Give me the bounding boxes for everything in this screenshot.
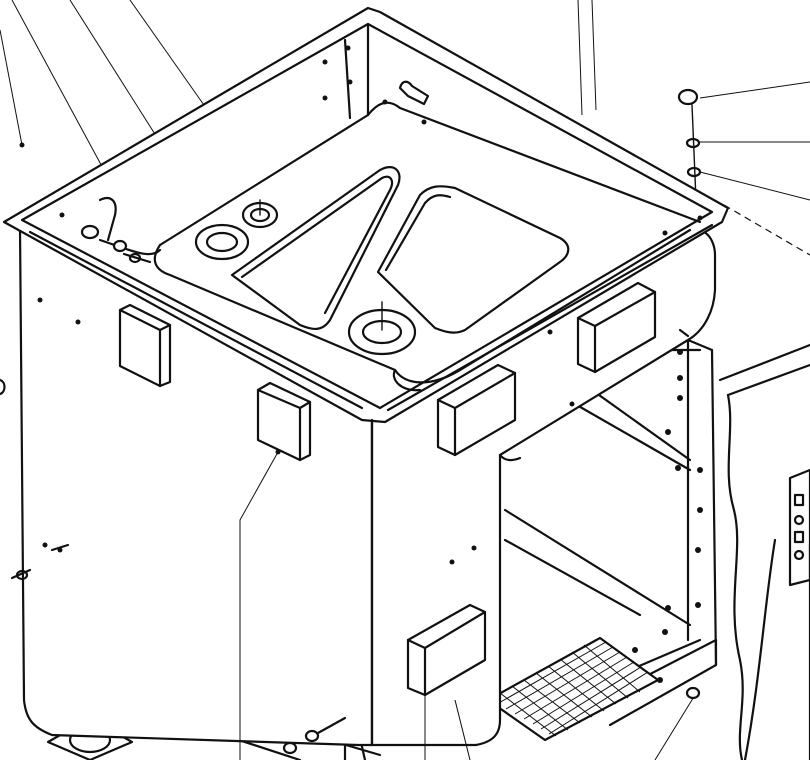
screw-fastener-stack [677,88,702,201]
drain-grommet-medium [194,223,250,261]
screw-fastener [10,328,701,755]
basin-tub [2,6,730,747]
rubber-bumper-pad [256,381,312,462]
guide-lines [577,0,810,256]
control-panel [718,343,810,760]
drain-grommet-large [347,301,417,356]
vent-grille [486,636,660,742]
left-edge-fragment [0,378,6,396]
leader-lines-right [699,81,810,201]
rubber-bumper-pad [118,303,172,388]
rubber-bumper-pad [406,603,487,697]
drain-grommet-small [241,199,279,229]
leader-lines-bottom [239,449,696,760]
rubber-bumper-pad [436,363,517,457]
rubber-bumper-pad [576,281,657,374]
